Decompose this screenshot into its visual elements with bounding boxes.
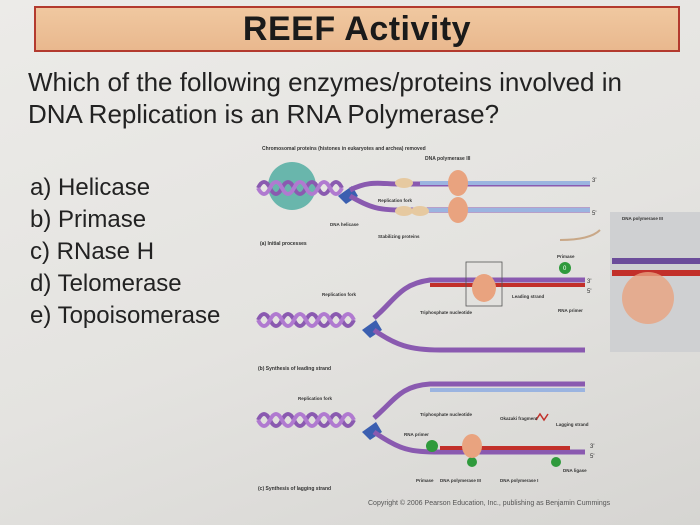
label-primase-b: Primase <box>557 254 575 259</box>
dna-ligase <box>551 457 561 467</box>
stabilizing-protein <box>395 178 413 188</box>
answer-e: e) Topoisomerase <box>30 302 221 329</box>
svg-text:5': 5' <box>587 289 591 295</box>
label-stabilizing-proteins: Stabilizing proteins <box>378 234 420 239</box>
helicase-c <box>362 422 382 440</box>
label-dna-pol-iii-a: DNA polymerase III <box>425 156 471 162</box>
dna-pol-iii-b <box>472 274 496 302</box>
label-panel-c: (c) Synthesis of lagging strand <box>258 486 331 492</box>
answer-a: a) Helicase <box>30 174 151 201</box>
label-chromosomal-proteins: Chromosomal proteins (histones in eukary… <box>262 146 426 152</box>
answer-b: b) Primase <box>30 206 147 233</box>
label-dna-pol-iii-c: DNA polymerase III <box>440 478 481 483</box>
label-panel-b: (b) Synthesis of leading strand <box>258 366 331 372</box>
svg-text:0: 0 <box>563 266 567 272</box>
svg-text:3': 3' <box>592 178 596 184</box>
label-dna-pol-i: DNA polymerase I <box>500 478 538 483</box>
svg-text:3': 3' <box>587 279 591 285</box>
label-replication-fork-b: Replication fork <box>322 292 357 297</box>
title-banner: REEF Activity <box>34 6 680 52</box>
svg-text:3': 3' <box>590 444 594 450</box>
label-rna-primer-c: RNA primer <box>404 432 429 437</box>
answer-list: a) Helicase b) Primase c) RNase H d) Tel… <box>30 172 220 332</box>
label-rna-primer-b: RNA primer <box>558 308 583 313</box>
label-triphosphate-c: Triphosphate nucleotide <box>420 412 473 417</box>
label-leading-strand: Leading strand <box>512 294 545 299</box>
zoom-box-b <box>465 261 503 307</box>
answer-d: d) Telomerase <box>30 270 182 297</box>
okazaki-fragment <box>440 446 570 450</box>
copyright-notice: Copyright © 2006 Pearson Education, Inc.… <box>368 500 611 507</box>
label-replication-fork-a: Replication fork <box>378 198 413 203</box>
okazaki-marker <box>535 412 549 422</box>
svg-text:5': 5' <box>592 211 596 217</box>
primase-b <box>559 262 571 274</box>
label-okazaki: Okazaki fragment <box>500 416 538 421</box>
dna-pol-iii-c <box>462 434 482 458</box>
answer-c: c) RNase H <box>30 238 155 265</box>
slide-title: REEF Activity <box>242 9 472 48</box>
label-replication-fork-c: Replication fork <box>298 396 333 401</box>
label-panel-a: (a) Initial processes <box>260 241 307 247</box>
dna-replication-figure: Chromosomal proteins (histones in eukary… <box>256 146 700 492</box>
label-triphosphate-b: Triphosphate nucleotide <box>420 310 473 315</box>
helicase-b <box>362 320 382 338</box>
question-text: Which of the following enzymes/proteins … <box>28 67 622 129</box>
label-primase-c: Primase <box>416 478 434 483</box>
label-inset-dna-pol-iii: DNA polymerase III <box>622 216 663 221</box>
svg-text:5': 5' <box>590 454 594 460</box>
label-dna-helicase: DNA helicase <box>330 222 359 227</box>
label-lagging-strand: Lagging strand <box>556 422 589 427</box>
primase-c <box>426 440 438 452</box>
dna-pol-iii-a <box>448 170 468 196</box>
label-dna-ligase: DNA ligase <box>563 468 587 473</box>
